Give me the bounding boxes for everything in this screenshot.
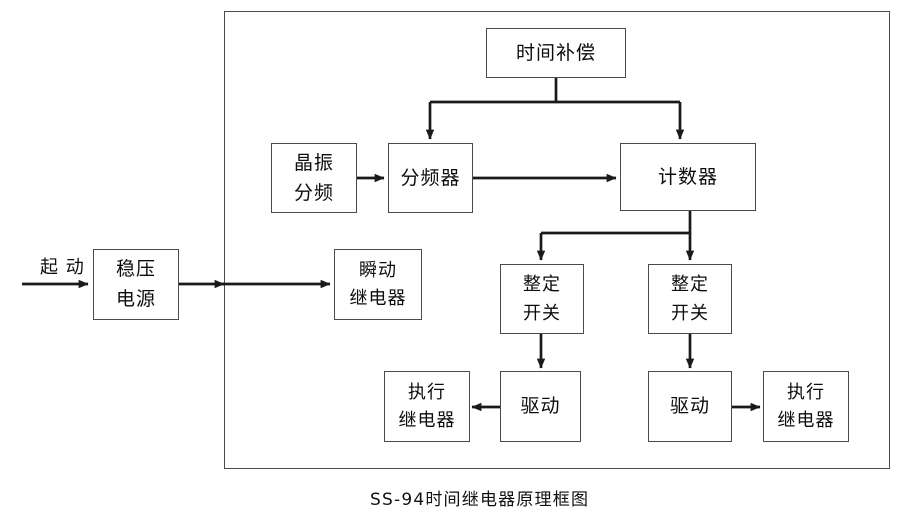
block-exec-relay-left-line-2: 继电器 — [398, 410, 456, 431]
block-counter-label: 计数器 — [657, 165, 718, 188]
block-setting-switch-left[interactable]: 整定 开关 — [500, 264, 584, 334]
block-frequency-divider-label: 分频器 — [400, 166, 461, 189]
label-start: 起 动 — [40, 257, 84, 278]
diagram-caption: SS-94时间继电器原理框图 — [370, 490, 590, 510]
block-instant-relay[interactable]: 瞬动 继电器 — [334, 249, 422, 320]
block-setting-switch-right-line-1: 整定 — [671, 274, 709, 296]
label-start-line-1: 起 — [40, 257, 59, 278]
block-instant-relay-line-2: 继电器 — [349, 288, 407, 309]
block-counter[interactable]: 计数器 — [620, 143, 756, 211]
block-exec-relay-right-line-2: 继电器 — [777, 410, 835, 431]
block-regulated-power-line-1: 稳压 — [115, 258, 156, 281]
block-driver-right-label: 驱动 — [669, 395, 710, 418]
block-driver-right[interactable]: 驱动 — [648, 371, 732, 442]
enclosure-frame — [224, 11, 890, 469]
block-time-compensation-label: 时间补偿 — [515, 41, 596, 64]
block-setting-switch-left-line-1: 整定 — [523, 274, 561, 296]
label-start-line-2: 动 — [65, 257, 85, 278]
block-setting-switch-left-line-2: 开关 — [523, 302, 561, 324]
block-setting-switch-right-line-2: 开关 — [671, 302, 709, 324]
block-driver-left-label: 驱动 — [520, 395, 561, 418]
block-driver-left[interactable]: 驱动 — [500, 371, 581, 442]
block-crystal-divider[interactable]: 晶振 分频 — [271, 143, 357, 213]
block-exec-relay-left[interactable]: 执行 继电器 — [384, 371, 470, 442]
block-setting-switch-right[interactable]: 整定 开关 — [648, 264, 732, 334]
block-frequency-divider[interactable]: 分频器 — [388, 143, 473, 213]
block-regulated-power[interactable]: 稳压 电源 — [93, 249, 179, 320]
block-regulated-power-line-2: 电源 — [115, 288, 156, 310]
block-exec-relay-right[interactable]: 执行 继电器 — [763, 371, 849, 442]
block-exec-relay-left-line-1: 执行 — [408, 381, 446, 403]
block-crystal-divider-line-2: 分频 — [293, 181, 334, 204]
block-time-compensation[interactable]: 时间补偿 — [486, 28, 626, 78]
block-exec-relay-right-line-1: 执行 — [787, 381, 825, 403]
block-crystal-divider-line-1: 晶振 — [293, 151, 334, 174]
block-instant-relay-line-1: 瞬动 — [359, 259, 397, 281]
